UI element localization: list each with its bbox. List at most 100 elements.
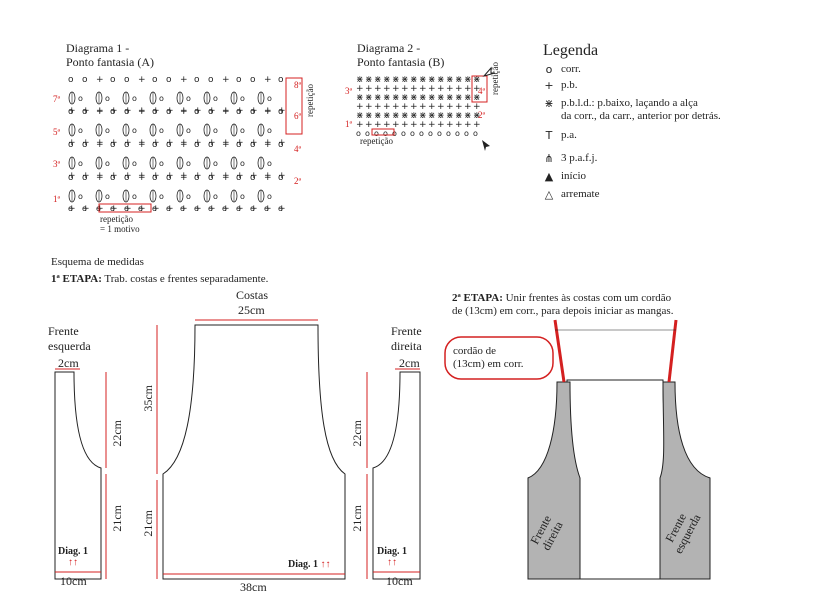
single-crochet-icon: + — [446, 84, 454, 94]
single-crochet-icon: + — [278, 106, 286, 116]
legend-title: Legenda — [543, 42, 599, 59]
chain-stitch-icon: o — [250, 173, 256, 183]
three-dc-cluster-icon: ⋔ — [544, 152, 554, 165]
single-crochet-icon: + — [264, 140, 272, 150]
single-crochet-icon: + — [180, 204, 188, 214]
chain-stitch-icon: o — [152, 140, 158, 150]
back-loop-single-crochet-icon: ⋇ — [437, 75, 445, 85]
single-crochet-icon: + — [166, 138, 174, 148]
chain-stitch-icon: o — [455, 129, 460, 138]
back-loop-single-crochet-icon: ⋇ — [428, 75, 436, 85]
mid-top-height: 22cm — [350, 420, 364, 447]
chain-stitch-icon: o — [437, 129, 442, 138]
chain-stitch-icon: o — [152, 173, 158, 183]
single-crochet-icon: + — [166, 106, 174, 116]
chain-stitch-icon: o — [194, 107, 200, 117]
back-label: Costas — [236, 288, 269, 302]
legend-item: ⋔3 p.a.f.j. — [544, 152, 598, 165]
chain-stitch-icon: o — [236, 107, 242, 117]
single-crochet-icon: + — [428, 120, 436, 130]
chain-stitch-icon: o — [166, 173, 172, 183]
step1-text: 1ª ETAPA: Trab. costas e frentes separad… — [51, 273, 269, 285]
back-loop-single-crochet-icon: ⋇ — [419, 111, 427, 121]
chain-stitch-icon: o — [105, 126, 110, 135]
back-bottom-height: 21cm — [141, 510, 155, 537]
single-crochet-icon: + — [110, 204, 118, 214]
chain-stitch-icon: o — [68, 75, 74, 85]
single-crochet-icon: + — [180, 106, 188, 116]
back-loop-single-crochet-icon: ⋇ — [401, 111, 409, 121]
single-crochet-icon: + — [152, 138, 160, 148]
single-crochet-icon: + — [138, 140, 146, 150]
single-crochet-icon: + — [208, 171, 216, 181]
back-loop-single-crochet-icon: ⋇ — [401, 75, 409, 85]
chain-stitch-icon: o — [236, 75, 242, 85]
chain-stitch-icon: o — [278, 107, 284, 117]
chain-stitch-icon: o — [545, 63, 553, 76]
single-crochet-icon: + — [96, 107, 104, 117]
back-loop-single-crochet-icon: ⋇ — [473, 111, 481, 121]
chain-stitch-icon: o — [250, 107, 256, 117]
single-crochet-icon: + — [401, 120, 409, 130]
single-crochet-icon: + — [392, 102, 400, 112]
chain-stitch-icon: o — [152, 75, 158, 85]
single-crochet-icon: + — [437, 84, 445, 94]
chain-stitch-icon: o — [240, 192, 245, 201]
chain-stitch-icon: o — [428, 129, 433, 138]
single-crochet-icon: + — [194, 138, 202, 148]
back-loop-single-crochet-icon: ⋇ — [374, 93, 382, 103]
chain-stitch-icon: o — [186, 192, 191, 201]
back-loop-single-crochet-icon: ⋇ — [410, 75, 418, 85]
single-crochet-icon: + — [208, 204, 216, 214]
single-crochet-icon: + — [356, 120, 364, 130]
chain-stitch-icon: o — [138, 204, 143, 213]
left-top-height: 22cm — [110, 420, 124, 447]
back-diag-label: Diag. 1 ↑↑ — [288, 559, 331, 570]
back-loop-single-crochet-icon: ⋇ — [455, 93, 463, 103]
chain-stitch-icon: o — [236, 173, 242, 183]
single-crochet-icon: + — [264, 75, 272, 85]
single-crochet-icon: + — [264, 204, 272, 214]
back-loop-single-crochet-icon: ⋇ — [464, 93, 472, 103]
single-crochet-icon: + — [419, 84, 427, 94]
chain-stitch-icon: o — [132, 192, 137, 201]
single-crochet-icon: + — [124, 204, 132, 214]
measures-heading: Esquema de medidas — [51, 256, 144, 268]
single-crochet-icon: + — [180, 171, 188, 181]
single-crochet-icon: + — [419, 102, 427, 112]
single-crochet-icon: + — [68, 106, 76, 116]
chain-stitch-icon: o — [250, 204, 255, 213]
single-crochet-icon: + — [222, 107, 230, 117]
single-crochet-icon: + — [473, 102, 481, 112]
diagram2-side-repeat-label: repetição — [490, 62, 500, 95]
front-left-panel — [659, 381, 711, 580]
chain-stitch-icon: o — [213, 159, 218, 168]
chain-stitch-icon: o — [159, 126, 164, 135]
single-crochet-icon: + — [138, 138, 146, 148]
chain-stitch-icon: o — [267, 126, 272, 135]
single-crochet-icon: + — [446, 120, 454, 130]
mid-bottom-height: 21cm — [350, 505, 364, 532]
finish-arrow-icon — [482, 66, 496, 77]
back-loop-single-crochet-icon: ⋇ — [356, 75, 364, 85]
chain-stitch-icon: o — [473, 129, 478, 138]
right-front-shape — [372, 371, 421, 580]
right-bottom-measure: 10cm — [386, 574, 413, 588]
back-loop-single-crochet-icon: ⋇ — [356, 93, 364, 103]
single-crochet-icon: + — [82, 106, 90, 116]
start-arrow-icon — [482, 140, 490, 151]
single-crochet-icon: + — [236, 204, 244, 214]
single-crochet-icon: + — [250, 106, 258, 116]
single-crochet-icon: + — [428, 84, 436, 94]
chain-stitch-icon: o — [159, 192, 164, 201]
chain-stitch-icon: o — [68, 107, 74, 117]
single-crochet-icon: + — [208, 106, 216, 116]
back-loop-single-crochet-icon: ⋇ — [473, 93, 481, 103]
chain-stitch-icon: o — [132, 94, 137, 103]
single-crochet-icon: + — [374, 102, 382, 112]
single-crochet-icon: + — [437, 120, 445, 130]
single-crochet-icon: + — [383, 120, 391, 130]
back-loop-single-crochet-icon: ⋇ — [365, 75, 373, 85]
single-crochet-icon: + — [392, 84, 400, 94]
